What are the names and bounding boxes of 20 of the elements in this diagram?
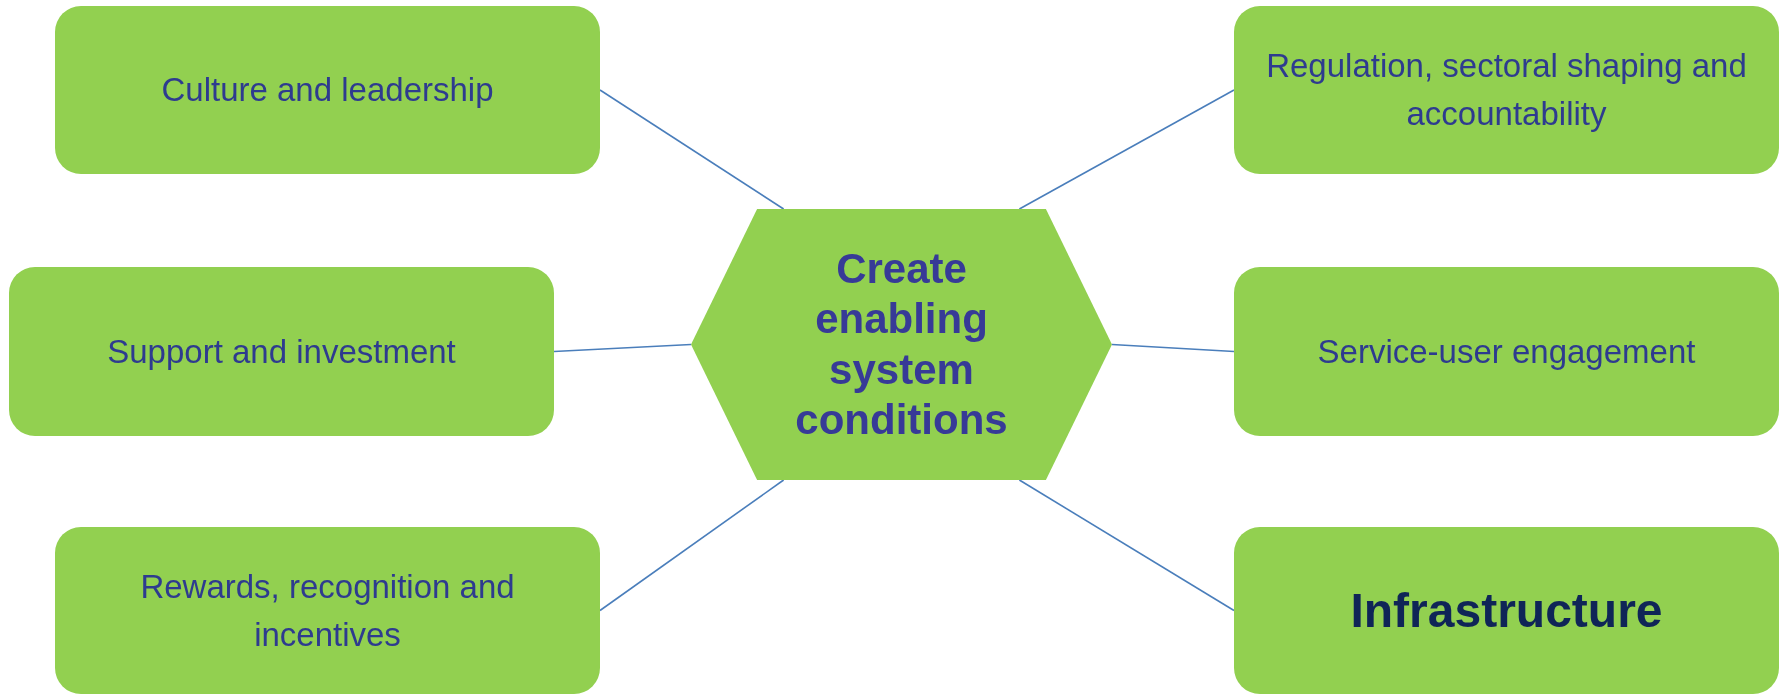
- topic-box: [9, 267, 554, 436]
- topic-box: [1234, 6, 1779, 174]
- connector-line: [599, 479, 785, 612]
- box-label: Service-user engagement: [1317, 331, 1696, 372]
- box-label: Support and investment: [107, 331, 456, 372]
- connector-line: [1111, 343, 1235, 353]
- connector-line: [1018, 89, 1235, 210]
- box-label: Infrastructure: [1350, 582, 1663, 639]
- box-label: Rewards, recognition and incentives: [139, 566, 516, 655]
- box-label: Culture and leadership: [161, 70, 494, 111]
- topic-box: [1234, 527, 1779, 694]
- topic-box: [55, 6, 600, 174]
- hexagon-label: Create enabling system conditions: [794, 243, 1009, 445]
- topic-box: [1234, 267, 1779, 436]
- connector-line: [553, 343, 692, 353]
- hexagon-node: [691, 209, 1112, 480]
- box-label: Regulation, sectoral shaping and accountability: [1265, 46, 1748, 134]
- topic-box: [55, 527, 600, 694]
- connector-line: [599, 89, 785, 210]
- connector-line: [1018, 479, 1235, 612]
